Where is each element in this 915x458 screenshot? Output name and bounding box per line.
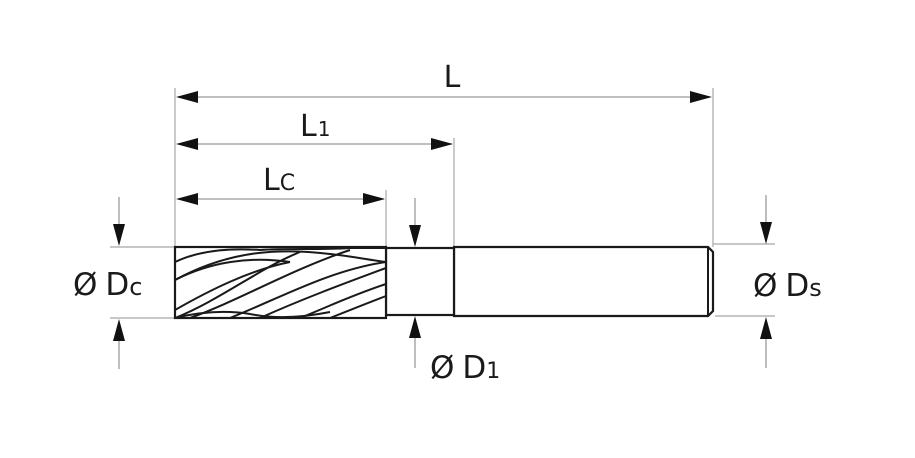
label-L: L	[444, 60, 461, 95]
dimension-L: L	[176, 60, 712, 103]
extension-lines	[110, 88, 775, 319]
dimension-Lc: LC	[176, 163, 385, 205]
cutting-flutes	[173, 245, 388, 320]
neck	[384, 246, 456, 317]
shank	[452, 245, 715, 318]
label-Lc: LC	[263, 163, 295, 198]
dimension-L1: L1	[176, 109, 453, 150]
label-L1: L1	[300, 109, 330, 144]
